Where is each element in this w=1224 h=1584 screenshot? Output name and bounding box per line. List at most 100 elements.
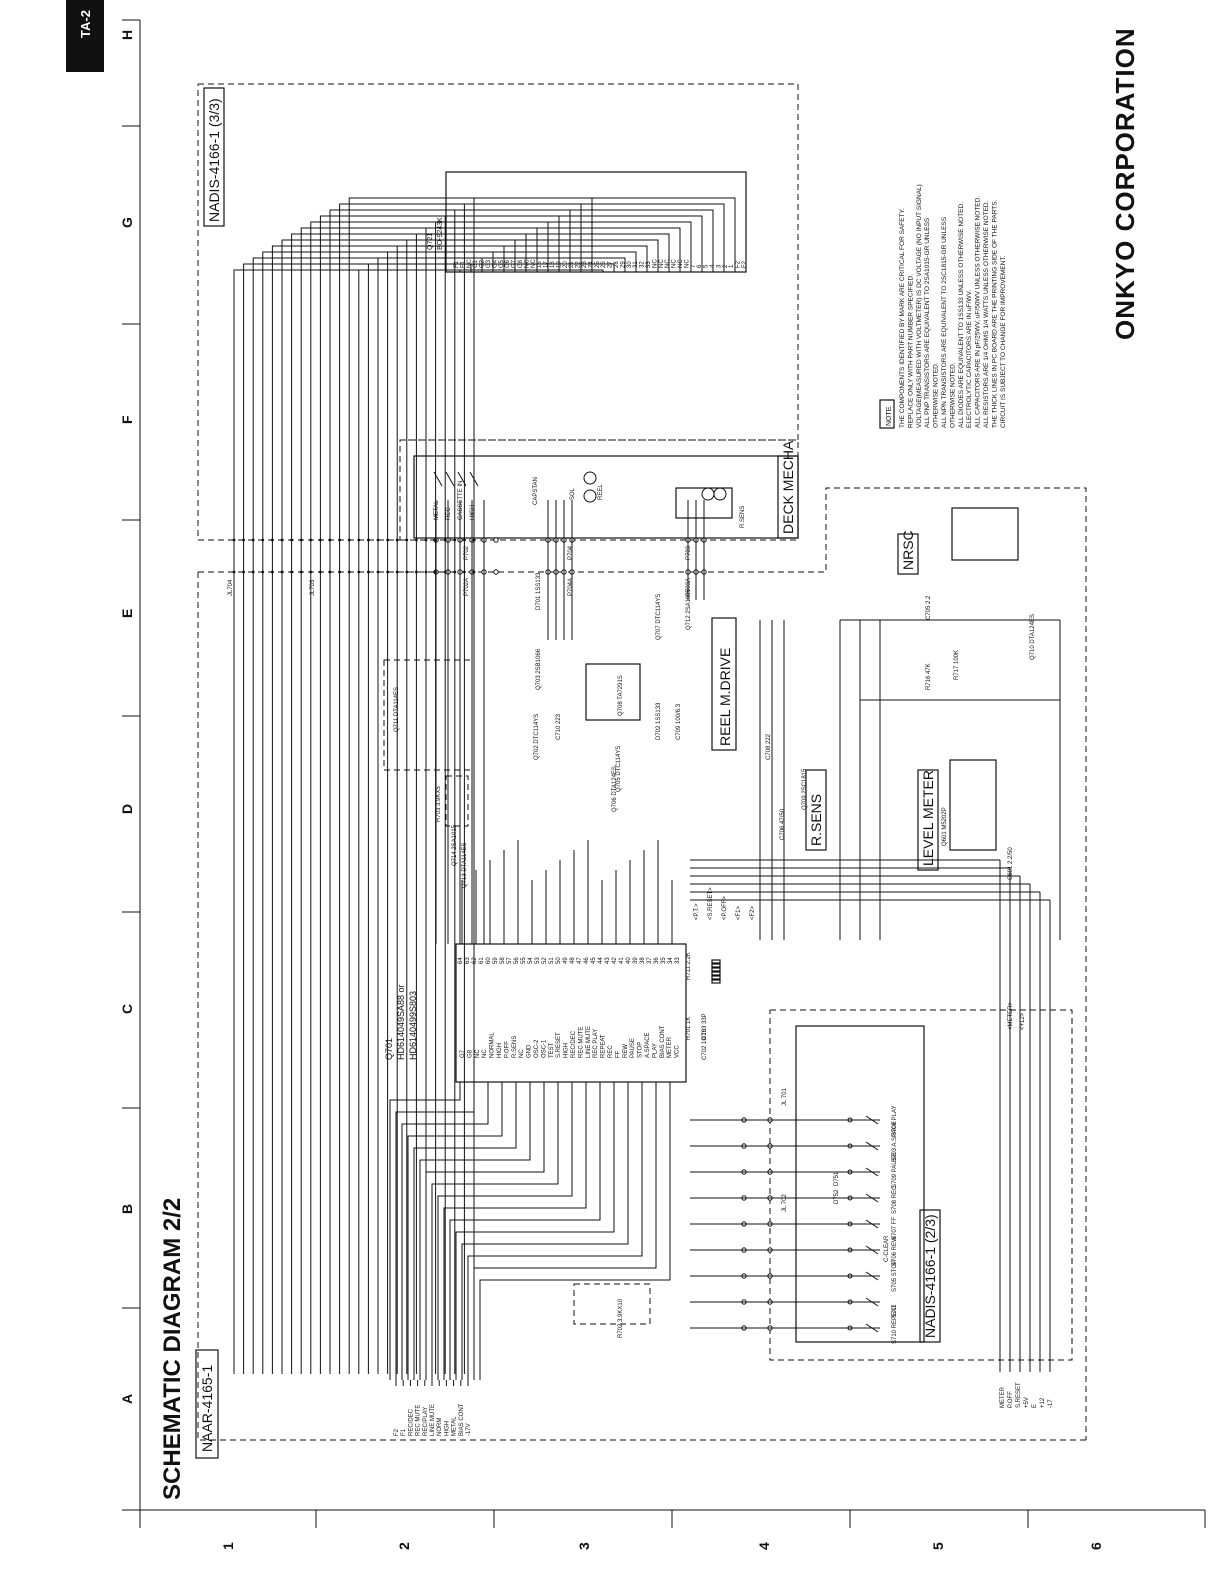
grid-row-label: 1	[220, 1542, 236, 1550]
grid-row-label: 4	[756, 1542, 772, 1550]
q701-pin-left: NORMAL	[490, 1032, 496, 1058]
component-q707: Q707 DTC114YS	[656, 594, 662, 640]
deck-switch-label: CASSETTE IN	[458, 481, 464, 520]
q701-pin-left: REPEAT	[601, 1034, 607, 1058]
svg-text:Q601 M5202P: Q601 M5202P	[942, 807, 948, 846]
q701-pin-left: R.SENS	[512, 1036, 518, 1058]
bus-signal-label: <P.T.>	[694, 903, 700, 920]
q701-pin-left: REW	[623, 1044, 629, 1058]
component-c601: C601 2.2/50	[1008, 847, 1014, 880]
q721-pin: 3	[716, 264, 722, 268]
q701-pin-left: A.SPACE	[645, 1032, 651, 1058]
bottom-signal-label: -17	[1048, 1399, 1054, 1408]
q701-pin-right: 50	[556, 957, 562, 964]
deck-switch-label: HIGH	[470, 505, 476, 520]
left-signal-label: LINE MUTE	[430, 1404, 436, 1436]
q721-pin: NC	[672, 259, 678, 268]
svg-text:R.SENS: R.SENS	[740, 506, 746, 528]
bus-signal-label: <F2>	[750, 905, 756, 920]
q701-pin-right: 46	[584, 957, 590, 964]
left-signal-label: REC MUTE	[416, 1405, 422, 1436]
frame	[122, 19, 1206, 1528]
q721-pin: 33	[646, 261, 652, 268]
component-q710: Q710 DTA124ES	[1030, 614, 1036, 660]
svg-text:REEL: REEL	[598, 484, 604, 500]
notes-block: NOTE THE COMPONENTS IDENTIFIED BY MARK A…	[879, 184, 1007, 429]
deck-mecha-label: DECK MECHA	[780, 440, 796, 534]
component-q709: Q709 2SC1815	[802, 768, 808, 810]
svg-text:NAAR-4165-1: NAAR-4165-1	[199, 1365, 215, 1452]
left-signal-label: HIGH	[444, 1421, 450, 1436]
q721-pin: NC	[659, 259, 665, 268]
deck-switch-label: METAL	[434, 500, 440, 520]
q701-pin-left: GND	[527, 1044, 533, 1058]
grid-column-label: G	[119, 217, 135, 228]
component-p704a: P704A	[568, 578, 574, 596]
q721-pin: NC	[665, 259, 671, 268]
note-line: THE COMPONENTS IDENTIFIED BY MARK ARE CR…	[899, 208, 906, 428]
q721-pin: NC	[524, 259, 530, 268]
component-c705: C705 2.2	[926, 595, 932, 620]
q701-pin-right: 41	[619, 957, 625, 964]
switch-label: S706 REW	[892, 1236, 898, 1266]
component-r701: R701 1K	[686, 1017, 692, 1040]
q701-pin-right: 62	[472, 957, 478, 964]
brand-name: ONKYO CORPORATION	[1110, 27, 1140, 340]
q721-pin: 2	[723, 264, 729, 268]
component-p702: P702	[464, 545, 470, 560]
component-p704: P704	[568, 545, 574, 560]
bus-signal-label: <S.RESET>	[708, 887, 714, 920]
q701-pin-right: 57	[507, 957, 513, 964]
q701-pin-left: OSC-2	[534, 1039, 540, 1058]
note-line: THE THICK LINES IN PC BOARD ARE THE PRIN…	[991, 199, 998, 428]
q701-pin-left: FF	[615, 1050, 621, 1058]
note-line: ALL RESISTORS ARE 1/4 OHMS 1/4 WATTS UNL…	[983, 200, 990, 428]
q721-pin: 30	[627, 261, 633, 268]
left-signal-label: -17V	[466, 1423, 472, 1436]
q721-pin: 5	[704, 264, 710, 268]
q701-pin-right: 47	[577, 957, 583, 964]
component-jl704: JL704	[228, 579, 234, 596]
q701-pin-left: STOP	[638, 1042, 644, 1058]
corner-tab	[66, 0, 104, 72]
bottom-signal-label: E	[1032, 1404, 1038, 1408]
component-c703: C703 33P	[702, 1013, 708, 1040]
component-r711: R711 2.2K	[686, 952, 692, 980]
q701-pin-right: 34	[668, 957, 674, 964]
note-line: ELECTROLYTIC CAPACITORS ARE IN uF/WV.	[966, 290, 973, 428]
grid-row-label: 2	[396, 1542, 412, 1550]
note-line: OTHERWISE NOTED.	[949, 362, 956, 428]
left-signal-label: NORM	[437, 1418, 443, 1436]
grid-column-label: F	[119, 415, 135, 424]
note-line: ALL DIODES ARE EQUIVALENT TO 1SS133 UNLE…	[958, 202, 965, 428]
q701-pin-left: REC PLAY	[593, 1029, 599, 1058]
q721-pin: NC	[531, 259, 537, 268]
connectors	[232, 537, 773, 1331]
component-d702: D702 1SS133	[656, 702, 662, 740]
svg-text:JL 701: JL 701	[782, 1088, 788, 1106]
svg-text:Q708 TA7291S: Q708 TA7291S	[618, 675, 624, 716]
svg-text:R702 3.9KX10: R702 3.9KX10	[618, 1298, 624, 1338]
svg-text:HD614049SA88 or: HD614049SA88 or	[396, 984, 406, 1060]
component-c710: C710 223	[556, 713, 562, 740]
q701-pin-right: 60	[486, 957, 492, 964]
bottom-signal-label: +12	[1040, 1397, 1046, 1408]
svg-text:Q721: Q721	[427, 233, 434, 250]
left-signal-label: F1	[401, 1428, 407, 1436]
grid-column-label: E	[119, 609, 135, 618]
q701-pin-right: 53	[535, 957, 541, 964]
q701-pin-left: TEST	[549, 1042, 555, 1058]
q701-pin-right: 49	[563, 957, 569, 964]
component-r716: R716 47K	[926, 663, 932, 690]
q701-pin-left: S.RESET	[556, 1032, 562, 1058]
q701-pin-right: 61	[479, 957, 485, 964]
component-q703: Q703 2SB1066	[536, 648, 542, 690]
naar-board-label: NAAR-4165-1	[195, 1349, 219, 1459]
component-c702: C702 10/16	[702, 1028, 708, 1060]
left-signal-label: REC/PLAY	[423, 1407, 429, 1436]
q721-pin: NC	[678, 259, 684, 268]
